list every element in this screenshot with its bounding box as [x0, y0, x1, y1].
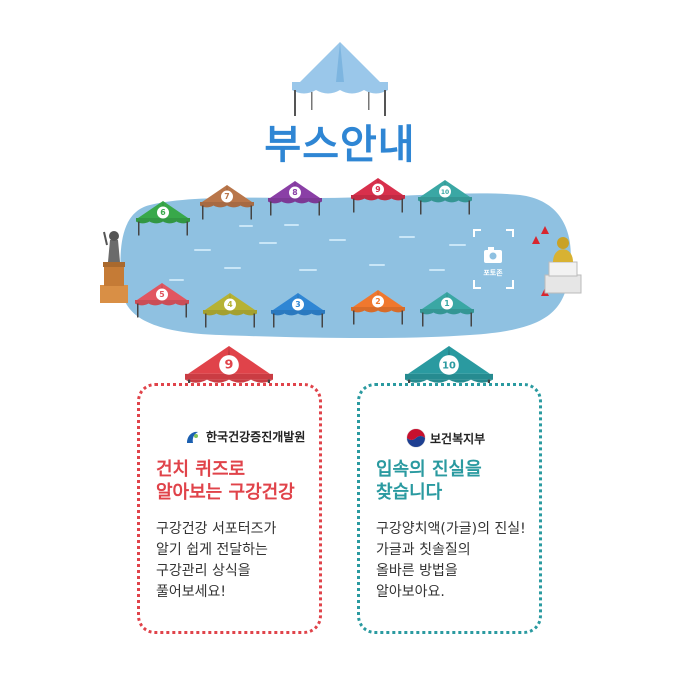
photo-zone-icon — [484, 247, 502, 263]
booth-number-label: 1 — [444, 299, 449, 308]
booth-number-badge — [441, 297, 453, 310]
booth-number-badge — [156, 288, 168, 301]
booth-number-label: 9 — [225, 358, 234, 373]
booth-number-badge — [219, 355, 239, 375]
booth-number-badge — [439, 355, 459, 375]
booth-tent-3: 3 — [271, 293, 325, 328]
government-emblem-icon — [406, 428, 426, 448]
booth-number-label: 6 — [160, 208, 165, 217]
booth-number-label: 8 — [292, 188, 297, 197]
booth-number-label: 9 — [375, 185, 380, 194]
booth-number-label: 5 — [159, 290, 164, 299]
booth-number-label: 7 — [224, 192, 229, 201]
right-statue-illustration — [544, 237, 582, 294]
card-headline: 건치 퀴즈로 알아보는 구강건강 — [156, 459, 295, 503]
booth-tent-5: 5 — [135, 283, 189, 318]
org-logo-icon — [187, 431, 198, 443]
booth-tents: 1 2 3 4 5 6 7 8 9 10 — [135, 178, 474, 328]
card-description: 구강양치액(가글)의 진실! 가글과 칫솔질의 올바른 방법을 알아보아요. — [376, 521, 526, 600]
water-ripples — [169, 224, 466, 281]
booth-number-badge — [372, 295, 384, 308]
booth-number-label: 10 — [442, 361, 456, 372]
booth-10-card: 보건복지부 입속의 진실을 찾습니다 구강양치액(가글)의 진실! 가글과 칫솔… — [357, 383, 542, 634]
booth-number-badge — [372, 183, 384, 196]
photo-zone-label: 포토존 — [483, 269, 503, 277]
booth-number-label: 4 — [227, 300, 233, 309]
booth-tent-1: 1 — [420, 292, 474, 327]
booth-number-badge — [221, 190, 233, 203]
card-headline: 입속의 진실을 찾습니다 — [376, 459, 482, 503]
org-name: 한국건강증진개발원 — [206, 430, 306, 444]
card-description: 구강건강 서포터즈가 알기 쉽게 전달하는 구강관리 상식을 풀어보세요! — [156, 521, 277, 600]
booth-tent-10: 10 — [418, 180, 472, 215]
org-row: 보건복지부 — [406, 428, 485, 448]
booth-tent-7: 7 — [200, 185, 254, 220]
booth-number-label: 2 — [375, 297, 380, 306]
booth-number-badge — [292, 298, 304, 311]
booth-tent-9: 9 — [351, 178, 405, 213]
booth-tent-2: 2 — [351, 290, 405, 325]
top-tent-illustration — [292, 42, 388, 116]
photo-zone-frame — [473, 229, 514, 289]
org-name: 보건복지부 — [430, 431, 486, 446]
booth-tent-9: 9 — [185, 346, 273, 403]
booth-number-badge — [224, 298, 236, 311]
booth-number-label: 3 — [295, 300, 300, 309]
booth-tent-8: 8 — [268, 181, 322, 216]
pool-area — [120, 193, 571, 339]
left-statue-illustration — [100, 231, 128, 303]
booth-tent-4: 4 — [203, 293, 257, 328]
booth-number-label: 10 — [441, 189, 449, 196]
page-title: 부스안내 — [264, 122, 416, 168]
booth-number-badge — [157, 206, 169, 219]
booth-tent-6: 6 — [136, 201, 190, 236]
org-row: 한국건강증진개발원 — [184, 428, 305, 445]
booth-number-badge — [289, 186, 301, 199]
booth-9-card: 한국건강증진개발원 건치 퀴즈로 알아보는 구강건강 구강건강 서포터즈가 알기… — [137, 383, 322, 634]
booth-number-badge — [439, 185, 451, 198]
